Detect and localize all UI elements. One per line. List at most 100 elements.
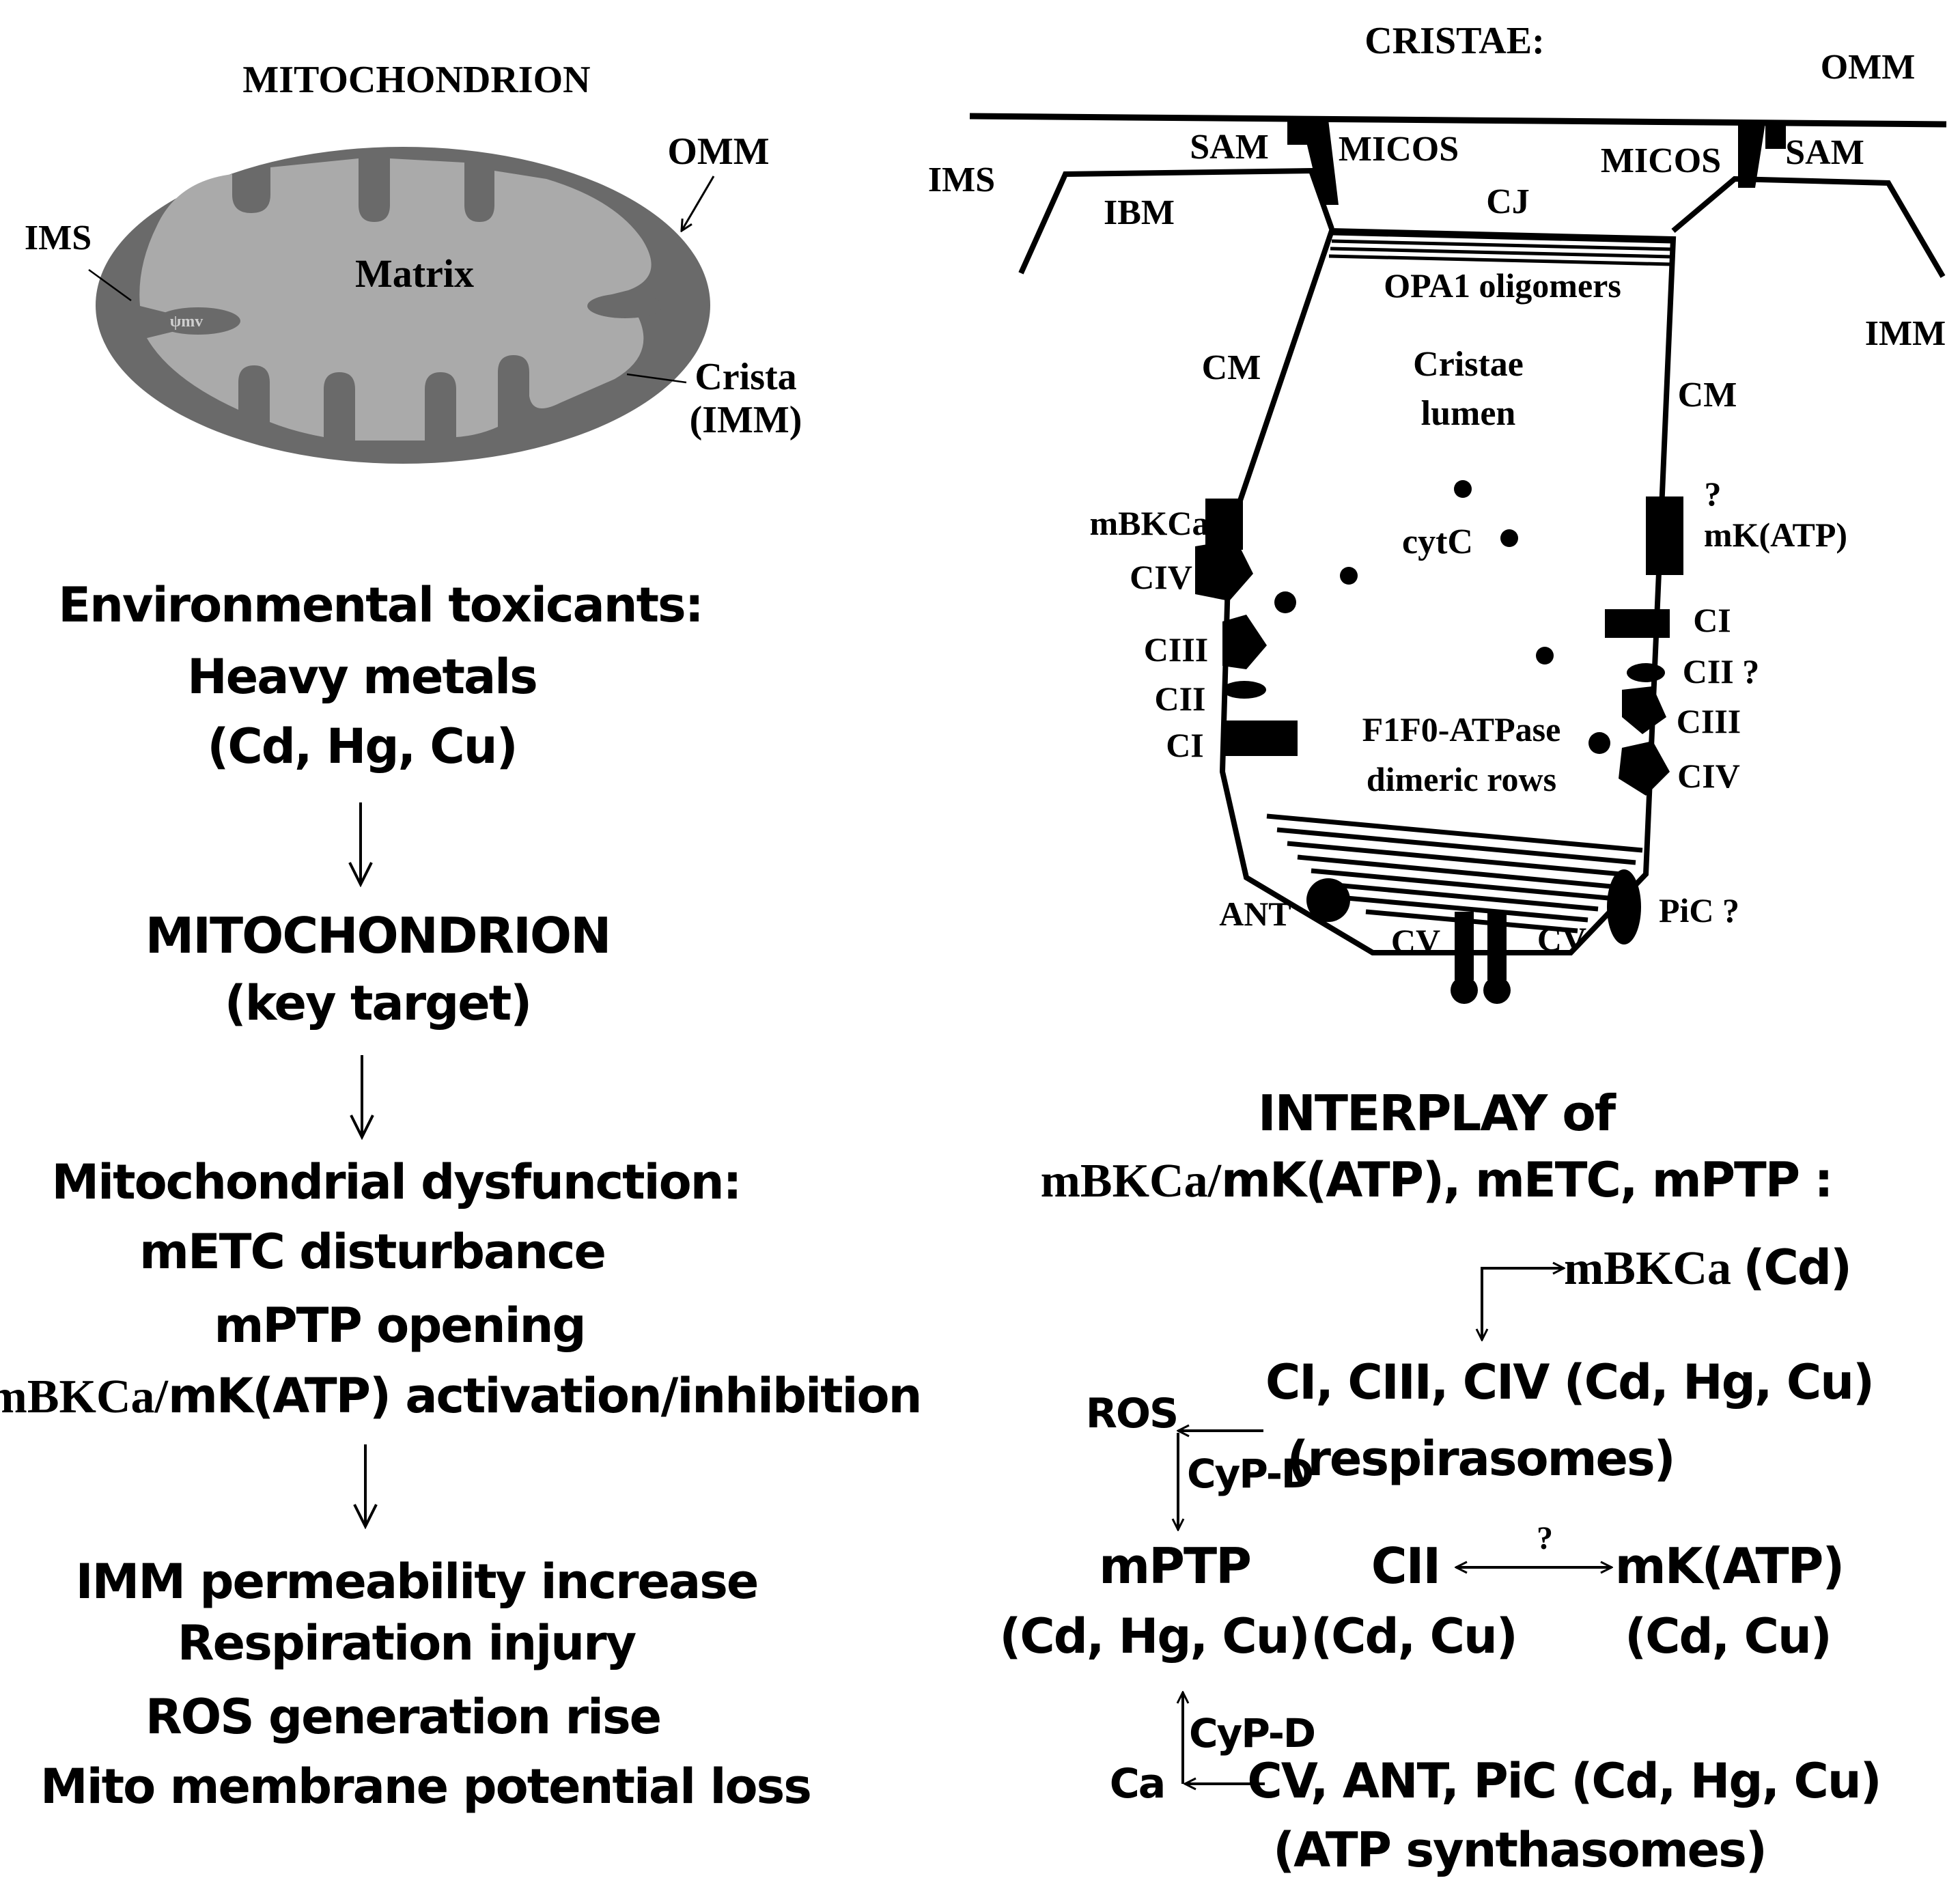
flow-respiration: Respiration injury <box>178 1615 636 1671</box>
micos-left-label: MICOS <box>1339 130 1459 169</box>
cv-right-label: CV <box>1537 920 1586 958</box>
lumen-label-2: lumen <box>1421 394 1516 433</box>
ciii-left-label: CIII <box>1144 630 1208 669</box>
pic-label: PiC ? <box>1659 891 1739 929</box>
flow-env-toxicants: Environmental toxicants: <box>58 577 702 633</box>
civ-left-shape <box>1195 540 1253 601</box>
cristae-title: CRISTAE: <box>1364 20 1544 62</box>
outer-membrane-line <box>969 113 1947 128</box>
interplay-complexes: CI, CIII, CIV (Cd, Hg, Cu) <box>1265 1354 1873 1410</box>
mito-title: MITOCHONDRION <box>242 59 590 101</box>
interplay-panel: INTERPLAY of mBKCa/mK(ATP), mETC, mPTP :… <box>999 1085 1881 1878</box>
cristae-panel: CRISTAE: OMM SAM MICOS MICOS SAM IMS IBM… <box>928 20 1947 1004</box>
imm-label: IMM <box>1865 314 1946 353</box>
toxicant-flow: Environmental toxicants: Heavy metals (C… <box>0 577 922 1815</box>
cv-complex <box>1451 912 1511 1004</box>
interplay-respirasomes: (respirasomes) <box>1287 1431 1674 1487</box>
interplay-ca: Ca <box>1110 1760 1165 1808</box>
ci-left-label: CI <box>1166 726 1204 764</box>
micos-right-label: MICOS <box>1601 141 1721 180</box>
flow-mitochondrion: MITOCHONDRION <box>145 907 611 964</box>
sam-complex-right <box>1765 122 1786 149</box>
mito-ims-pointer <box>88 268 132 302</box>
interplay-mptp-metals: (Cd, Hg, Cu) <box>999 1608 1308 1664</box>
interplay-mkatp: mK(ATP) <box>1615 1537 1844 1595</box>
opa1-label: OPA1 oligomers <box>1384 266 1621 305</box>
ciii-left-shape <box>1222 615 1267 669</box>
interplay-subtitle: mBKCa/mK(ATP), mETC, mPTP : <box>1041 1152 1832 1208</box>
mito-crista-label: Crista <box>695 356 796 398</box>
sam-left-label: SAM <box>1190 128 1269 167</box>
flow-metals-list: (Cd, Hg, Cu) <box>207 718 516 774</box>
flow-ros: ROS generation rise <box>145 1689 660 1745</box>
atpase-rows <box>1266 813 1643 934</box>
mbkca-label: mBKCa <box>1090 504 1209 542</box>
mkatp-channel <box>1646 496 1683 575</box>
opa1-oligomers <box>1328 232 1674 266</box>
flow-heavy-metals: Heavy metals <box>187 649 537 705</box>
mito-matrix <box>139 158 652 440</box>
mkatp-question: ? <box>1705 475 1722 513</box>
mitochondrion-panel: MITOCHONDRION ψmv Matrix OMM IMS Crista … <box>25 59 802 464</box>
cm-left-label: CM <box>1202 348 1261 387</box>
interplay-ros: ROS <box>1086 1390 1177 1438</box>
mito-crista-pointer <box>626 373 687 384</box>
ibm-left <box>1018 167 1334 275</box>
micos-complex-right <box>1738 123 1765 188</box>
mito-right-fold <box>587 294 662 318</box>
mito-omm-pointer <box>682 176 715 231</box>
interplay-cii-metals: (Cd, Cu) <box>1311 1608 1517 1664</box>
interplay-mkatp-metals: (Cd, Cu) <box>1625 1608 1831 1664</box>
lumen-label-1: Cristae <box>1413 345 1524 384</box>
interplay-title: INTERPLAY of <box>1258 1085 1616 1142</box>
cm-right-label: CM <box>1678 376 1737 415</box>
mito-fold-label: ψmv <box>170 313 204 331</box>
cii-left-label: CII <box>1154 680 1205 718</box>
interplay-mptp: mPTP <box>1099 1537 1250 1595</box>
interplay-mbkca: mBKCa (Cd) <box>1564 1240 1851 1296</box>
ci-right-label: CI <box>1693 601 1731 639</box>
ciii-right-label: CIII <box>1677 702 1741 740</box>
cv-left-label: CV <box>1391 922 1440 960</box>
interplay-cypd-top: CyP-D <box>1187 1451 1313 1497</box>
mito-crista-sub-label: (IMM) <box>690 399 802 441</box>
mito-ims-label: IMS <box>25 219 92 257</box>
ciii-right-shape <box>1622 686 1666 734</box>
ims-label: IMS <box>928 160 995 199</box>
cytc-label: cytC <box>1402 522 1473 561</box>
flow-metc: mETC disturbance <box>139 1224 605 1280</box>
flow-key-target: (key target) <box>225 975 531 1031</box>
ibm-label: IBM <box>1104 193 1175 232</box>
ant-shape <box>1306 878 1350 922</box>
cii-right-label: CII ? <box>1683 652 1760 690</box>
interplay-synthasomes: (ATP synthasomes) <box>1273 1822 1766 1878</box>
flow-dysfunction: Mitochondrial dysfunction: <box>51 1154 740 1210</box>
ci-right-shape <box>1605 609 1670 638</box>
civ-left-label: CIV <box>1130 558 1192 596</box>
interplay-cypd-bottom: CyP-D <box>1189 1710 1315 1757</box>
mito-matrix-label: Matrix <box>355 251 474 296</box>
cytc-molecules <box>1274 480 1610 754</box>
sam-right-label: SAM <box>1785 133 1864 172</box>
cii-right-shape <box>1627 663 1665 682</box>
civ-right-shape <box>1619 741 1670 796</box>
cristae-omm-label: OMM <box>1821 48 1916 87</box>
mito-omm-label: OMM <box>667 130 769 173</box>
mito-left-fold <box>156 307 240 335</box>
f1f0-label-2: dimeric rows <box>1367 760 1556 798</box>
ci-left-shape <box>1222 720 1298 756</box>
mkatp-label: mK(ATP) <box>1704 516 1847 554</box>
flow-mptp: mPTP opening <box>214 1298 585 1354</box>
ant-label: ANT <box>1219 895 1291 933</box>
crista-outline <box>1219 227 1677 955</box>
pic-shape <box>1607 869 1641 944</box>
arrow-to-mbkca <box>1481 1268 1564 1337</box>
interplay-cii: CII <box>1371 1537 1440 1595</box>
f1f0-label-1: F1F0-ATPase <box>1362 710 1561 748</box>
ibm-right <box>1671 176 1946 279</box>
interplay-question: ? <box>1537 1520 1553 1556</box>
flow-potential-loss: Mito membrane potential loss <box>40 1759 811 1815</box>
flow-imm-permeability: IMM permeability increase <box>76 1554 758 1610</box>
civ-right-label: CIV <box>1677 757 1740 795</box>
